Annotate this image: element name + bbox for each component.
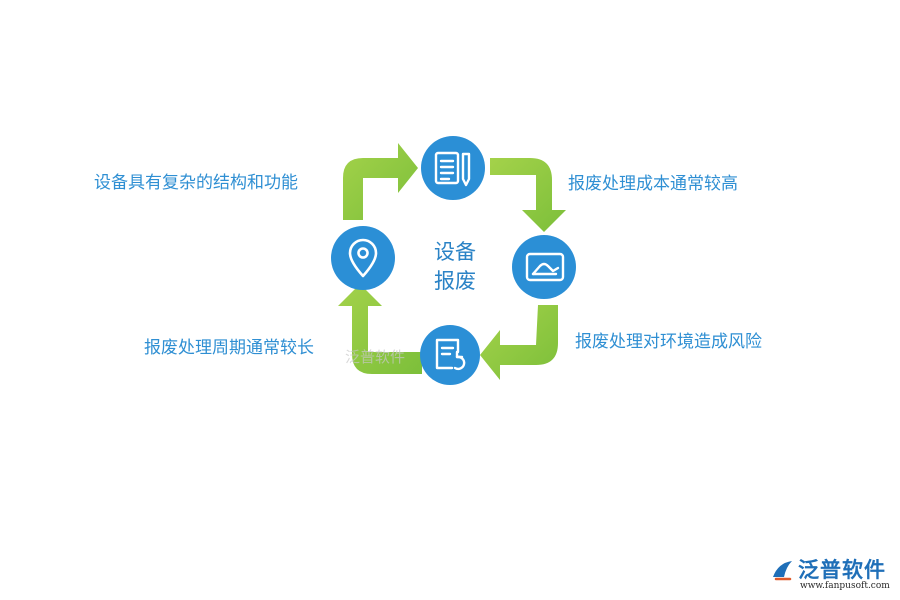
label-top-left: 设备具有复杂的结构和功能 xyxy=(94,173,298,193)
node-left xyxy=(331,226,395,290)
brand-url: www.fanpusoft.com xyxy=(800,581,890,591)
location-pin-icon xyxy=(348,238,378,278)
label-top-right: 报废处理成本通常较高 xyxy=(568,174,738,194)
watermark: 泛普软件 xyxy=(345,348,406,366)
label-bottom-left: 报废处理周期通常较长 xyxy=(144,338,314,358)
brand-name: 泛普软件 xyxy=(798,558,886,582)
node-top xyxy=(421,136,485,200)
node-bottom xyxy=(420,325,480,385)
document-refresh-icon xyxy=(435,338,466,371)
center-title: 设备 报废 xyxy=(420,238,490,296)
hand-card-icon xyxy=(525,252,565,282)
arrow-left-to-top xyxy=(343,143,418,220)
document-pencil-icon xyxy=(434,151,471,187)
node-right xyxy=(512,235,576,299)
center-title-line1: 设备 xyxy=(434,240,476,264)
label-bottom-right: 报废处理对环境造成风险 xyxy=(575,332,762,352)
center-title-line2: 报废 xyxy=(434,269,476,293)
arrow-right-to-bottom xyxy=(480,305,558,380)
brand-logo-icon xyxy=(773,561,792,581)
arrow-bottom-to-left xyxy=(338,284,422,374)
brand: 泛普软件 www.fanpusoft.com xyxy=(770,554,890,594)
arrow-top-to-right xyxy=(490,158,566,232)
